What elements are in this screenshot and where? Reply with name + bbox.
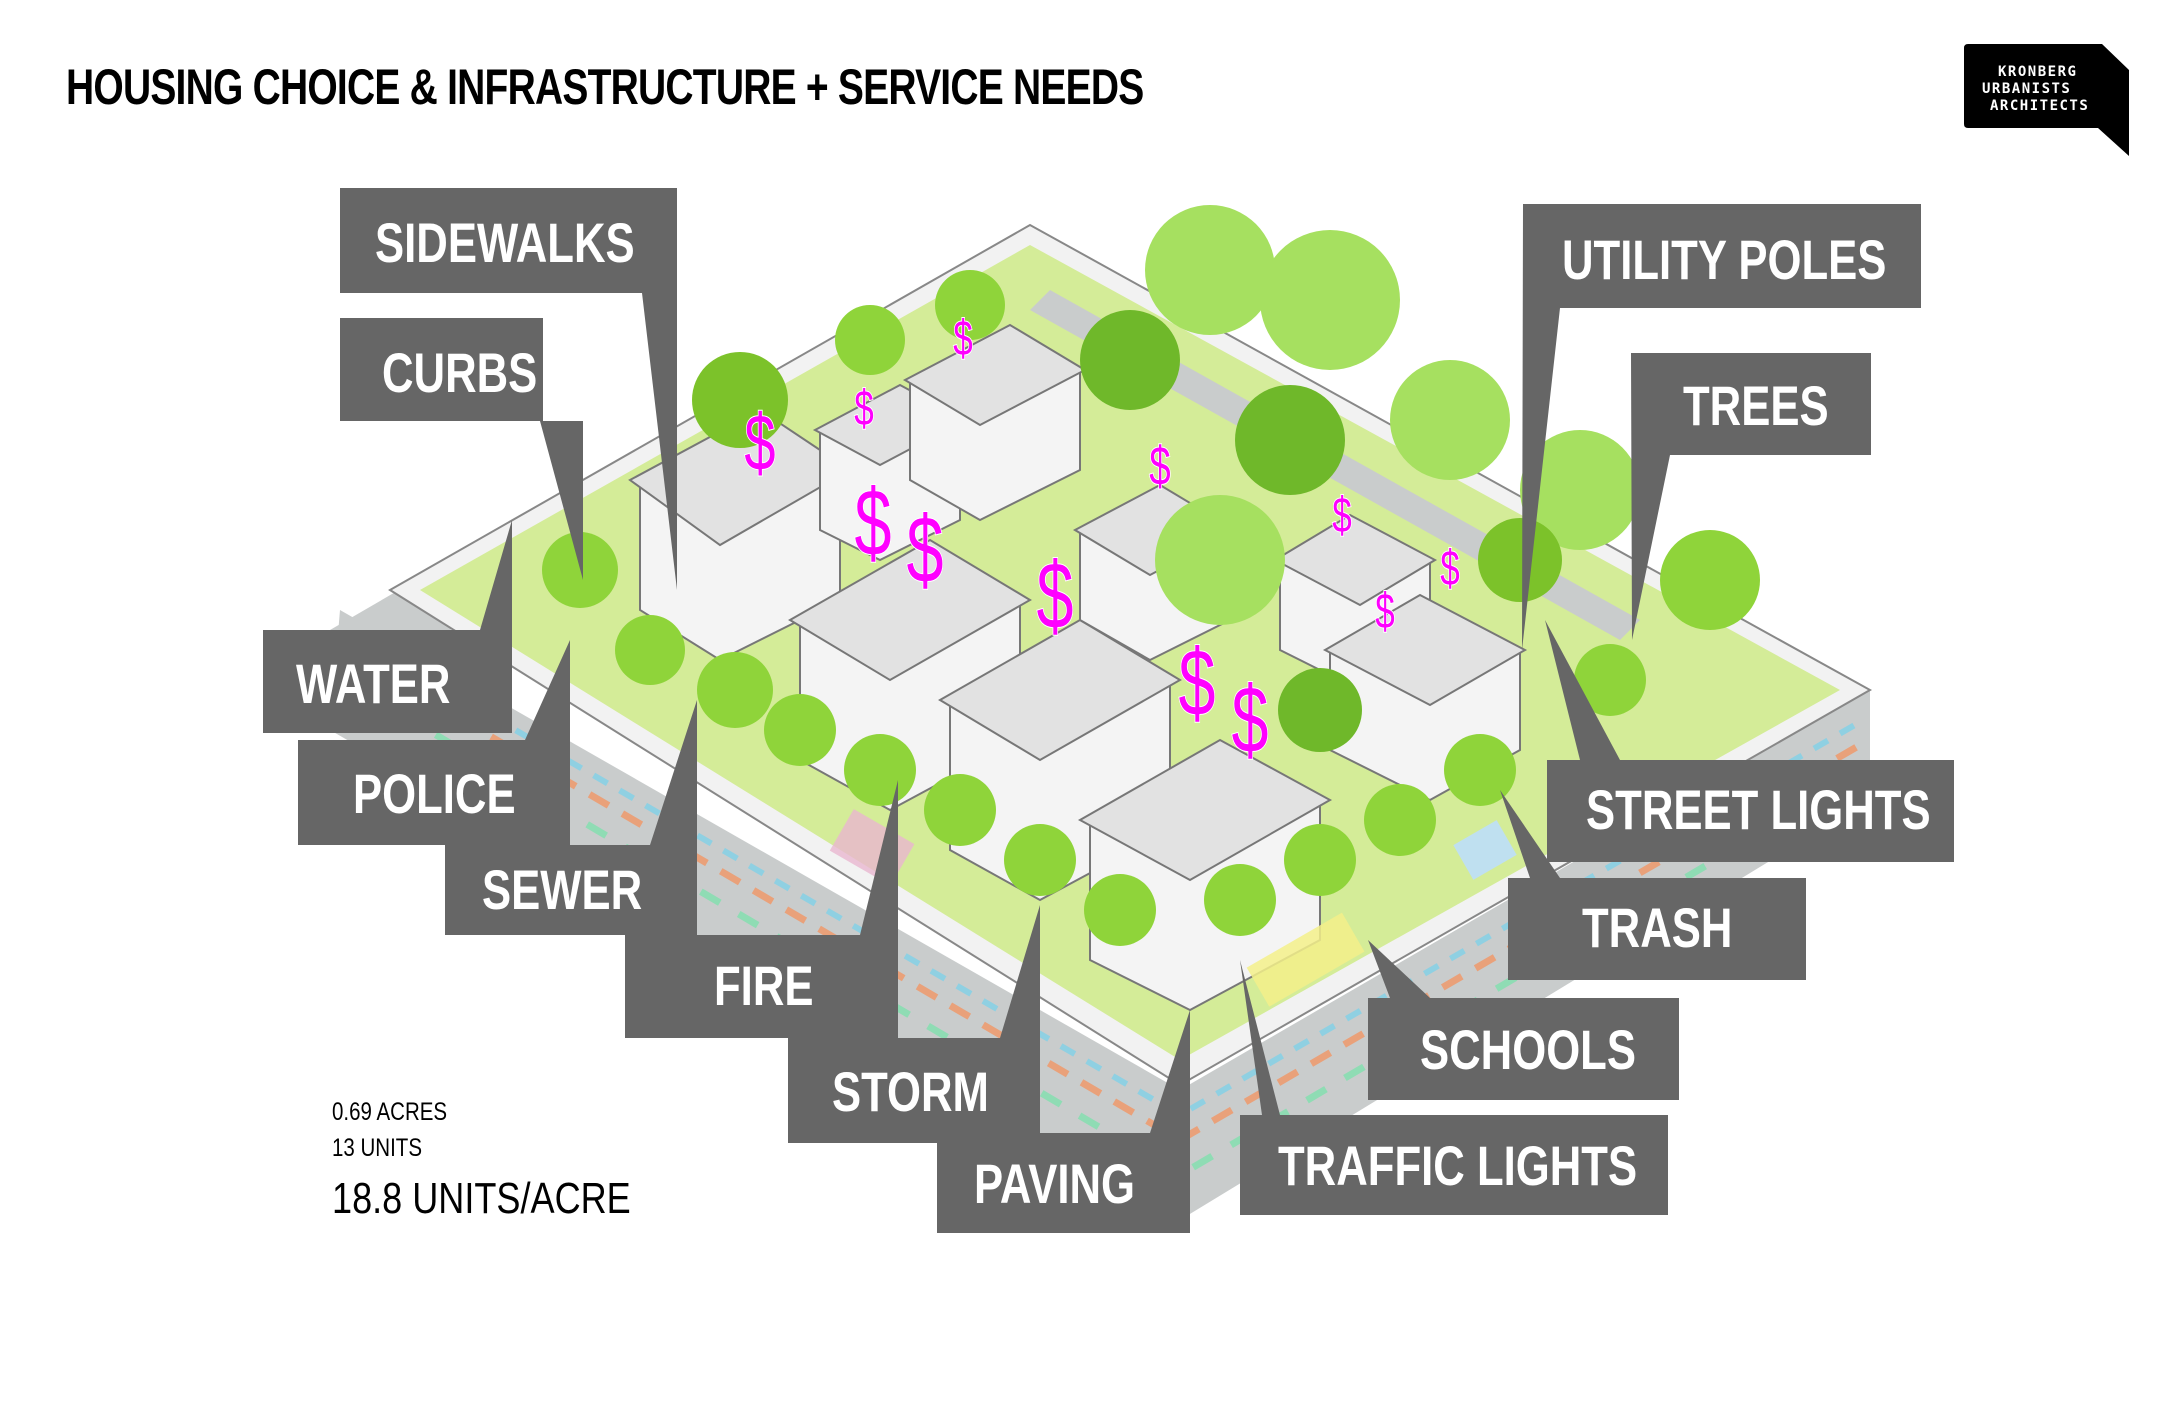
tree <box>1364 784 1436 856</box>
tree <box>1520 430 1640 550</box>
logo-badge <box>1964 44 2129 156</box>
callout-fire <box>625 780 898 1038</box>
cost-marker-dollar-icon: $ <box>1232 667 1269 772</box>
trees <box>542 205 1760 946</box>
cost-markers: $$$$$$$$$$$$ <box>744 310 1461 774</box>
stat-units: 13 UNITS <box>332 1134 423 1162</box>
callout-label-paving: PAVING <box>974 1152 1135 1215</box>
tree <box>1278 668 1362 752</box>
house-roof <box>938 618 1182 762</box>
cost-marker-dollar-icon: $ <box>1179 630 1216 735</box>
cost-marker-dollar-icon: $ <box>1149 436 1170 497</box>
site-stats: 0.69 ACRES 13 UNITS 18.8 UNITS/ACRE <box>332 1094 696 1226</box>
callout-traffic-lights <box>1240 960 1668 1215</box>
callout-police <box>298 640 570 845</box>
tree <box>542 532 618 608</box>
logo-line-2: URBANISTS <box>1982 81 2072 97</box>
tree <box>1444 734 1516 806</box>
stat-acres: 0.69 ACRES <box>332 1098 448 1126</box>
page-title: HOUSING CHOICE & INFRASTRUCTURE + SERVIC… <box>66 59 1144 115</box>
cost-marker-dollar-icon: $ <box>1375 584 1394 640</box>
tree <box>1260 230 1400 370</box>
tree <box>844 734 916 806</box>
logo-line-1: KRONBERG <box>1998 64 2078 80</box>
house-roof <box>1322 593 1528 707</box>
callout-label-sidewalks: SIDEWALKS <box>375 211 635 274</box>
tree <box>1204 864 1276 936</box>
tree <box>1574 644 1646 716</box>
tree <box>615 615 685 685</box>
callout-label-fire: FIRE <box>714 954 814 1017</box>
tree <box>1155 495 1285 625</box>
tree <box>1004 824 1076 896</box>
house-roof <box>1077 738 1333 882</box>
cost-marker-dollar-icon: $ <box>744 397 775 487</box>
callout-water <box>263 520 512 733</box>
callout-label-street-lights: STREET LIGHTS <box>1586 778 1931 841</box>
school-bus <box>1246 912 1365 1007</box>
callout-schools <box>1368 940 1679 1100</box>
callout-label-trash: TRASH <box>1582 896 1733 959</box>
tree <box>1478 518 1562 602</box>
stat-density: 18.8 UNITS/ACRE <box>332 1174 631 1223</box>
callout-label-traffic-lights: TRAFFIC LIGHTS <box>1278 1134 1638 1197</box>
tree <box>1080 310 1180 410</box>
trash-truck <box>1453 820 1517 880</box>
tree <box>924 774 996 846</box>
cost-marker-dollar-icon: $ <box>1332 488 1351 544</box>
callout-sidewalks <box>340 188 677 590</box>
callout-label-trees: TREES <box>1683 374 1829 437</box>
logo-line-3: ARCHITECTS <box>1990 98 2090 114</box>
house-roof <box>788 538 1032 682</box>
tree <box>835 305 905 375</box>
callout-trash <box>1500 790 1806 980</box>
cost-marker-dollar-icon: $ <box>907 497 944 602</box>
logo-text: KRONBERG URBANISTS ARCHITECTS <box>1982 64 2089 115</box>
tree <box>692 352 788 448</box>
callout-storm <box>788 905 1040 1143</box>
callout-sewer <box>445 700 697 935</box>
callout-paving <box>937 1010 1190 1233</box>
tree <box>697 652 773 728</box>
tree <box>1145 205 1275 335</box>
cost-marker-dollar-icon: $ <box>1440 541 1459 597</box>
callout-label-utility-poles: UTILITY POLES <box>1562 228 1887 291</box>
cost-marker-dollar-icon: $ <box>854 381 873 437</box>
callout-label-schools: SCHOOLS <box>1420 1018 1636 1081</box>
callout-label-storm: STORM <box>832 1060 989 1123</box>
cost-marker-dollar-icon: $ <box>1037 543 1074 648</box>
tree <box>1390 360 1510 480</box>
callout-label-curbs: CURBS <box>382 341 538 404</box>
tree <box>935 270 1005 340</box>
callout-trees <box>1631 353 1871 640</box>
tree <box>1284 824 1356 896</box>
tree <box>1660 530 1760 630</box>
callouts <box>263 188 1954 1233</box>
callout-street-lights <box>1545 620 1954 862</box>
callout-label-water: WATER <box>296 652 451 715</box>
tree <box>1235 385 1345 495</box>
callout-curbs <box>340 318 583 580</box>
house-roof <box>1272 513 1438 607</box>
cost-marker-dollar-icon: $ <box>953 311 972 367</box>
tree <box>764 694 836 766</box>
callout-label-sewer: SEWER <box>482 858 643 921</box>
tree <box>1084 874 1156 946</box>
callout-label-police: POLICE <box>353 762 516 825</box>
cost-marker-dollar-icon: $ <box>855 470 892 575</box>
callout-utility-poles <box>1522 204 1921 650</box>
